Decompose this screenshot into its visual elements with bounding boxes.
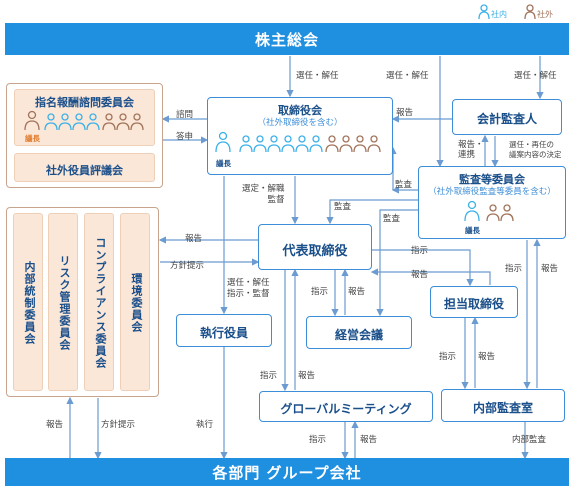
audit-chair-label: 議長: [465, 226, 480, 235]
consult-label: 諮問: [176, 110, 194, 120]
report-director-label: 報告: [411, 270, 429, 280]
instruct-internal-label: 指示: [505, 264, 523, 274]
global-meeting: グローバルミーティング: [259, 391, 433, 422]
external-person-icon: [524, 4, 536, 20]
report-left-label: 報告: [185, 234, 203, 244]
instruct-global-label: 指示: [260, 371, 278, 381]
environment-committee: 環境委員会: [120, 213, 150, 391]
management-meeting: 経営会議: [306, 316, 412, 349]
report-global-label: 報告: [298, 371, 316, 381]
report-audit-label: 報告: [478, 352, 496, 362]
shareholders-meeting-label: 株主総会: [254, 30, 319, 49]
elect-label-accounting: 選任・解任: [514, 71, 557, 81]
instruct-bottom-label: 指示: [309, 435, 327, 445]
report-board-label: 報告: [396, 108, 414, 118]
director-in-charge: 担当取締役: [430, 286, 518, 318]
nominating-committee: 指名報酬諮問委員会 議長: [14, 89, 155, 146]
reappoint-label: 選任・再任の 議案内容の決定: [509, 140, 562, 159]
compliance-committee: コンプライアンス委員会: [84, 213, 114, 391]
risk-management-label: リスク管理委員会: [58, 255, 71, 351]
instruct-director-label: 指示: [411, 246, 429, 256]
representative-director: 代表取締役: [258, 224, 372, 270]
execute-label: 執行: [196, 420, 214, 430]
report-bottom-label: 報告: [360, 435, 378, 445]
environment-label: 環境委員会: [130, 273, 143, 333]
select-label: 選定・解職 監督: [242, 184, 285, 205]
accounting-auditor: 会計監査人: [452, 99, 562, 135]
executive-officers-title: 執行役員: [199, 326, 248, 340]
nominating-committee-title: 指名報酬諮問委員会: [35, 96, 134, 109]
departments-bar: 各部門 グループ会社: [5, 458, 569, 486]
nominating-chair-label: 議長: [25, 134, 40, 143]
internal-audit-office: 内部監査室: [441, 389, 565, 422]
board-of-directors: 取締役会 （社外取締役を含む） 議長: [207, 97, 393, 175]
outside-officers-council: 社外役員評議会: [14, 153, 155, 182]
elect-label-audit: 選任・解任: [386, 71, 429, 81]
policy-bottom-label: 方針提示: [101, 420, 136, 430]
report-mgmt-label: 報告: [348, 287, 366, 297]
executive-officers: 執行役員: [176, 314, 272, 347]
internal-control-committee: 内部統制委員会: [13, 213, 43, 391]
departments-label: 各部門 グループ会社: [212, 463, 362, 482]
director-in-charge-title: 担当取締役: [443, 297, 504, 311]
audit-committee-subtitle: （社外取締役監査等委員を含む）: [428, 187, 556, 197]
legend: 社内 社外: [478, 4, 573, 22]
internal-audit-title: 内部監査室: [472, 401, 533, 415]
legend-external-label: 社外: [537, 10, 553, 19]
audit-label-rep: 監査: [334, 202, 352, 212]
report-internal-label: 報告: [541, 264, 559, 274]
instruct-audit-label: 指示: [439, 352, 457, 362]
internal-person-icon: [478, 4, 490, 20]
report-bottom-left-label: 報告: [46, 420, 64, 430]
instruct-mgmt-label: 指示: [311, 287, 329, 297]
representative-title: 代表取締役: [282, 244, 348, 259]
audit-label-board: 監査: [395, 180, 413, 190]
legend-internal-label: 社内: [491, 10, 507, 19]
policy-left-label: 方針提示: [170, 261, 205, 271]
accounting-auditor-title: 会計監査人: [476, 112, 537, 126]
global-meeting-title: グローバルミーティング: [280, 402, 412, 416]
elect-exec-label: 選任・解任 指示・監督: [227, 278, 270, 299]
answer-label: 答申: [176, 132, 194, 142]
management-meeting-title: 経営会議: [334, 328, 383, 342]
audit-committee: 監査等委員会 （社外取締役監査等委員を含む） 議長: [418, 166, 566, 239]
board-chair-label: 議長: [216, 159, 231, 168]
internal-audit-label: 内部監査: [512, 435, 547, 445]
shareholders-meeting-bar: 株主総会: [5, 23, 569, 55]
audit-members-icons: [464, 200, 514, 222]
outside-officers-title: 社外役員評議会: [46, 164, 123, 177]
audit-label-mgmt: 監査: [383, 214, 401, 224]
audit-committee-title: 監査等委員会: [459, 173, 525, 186]
risk-management-committee: リスク管理委員会: [48, 213, 78, 391]
board-members-icons: [215, 131, 381, 153]
internal-control-label: 内部統制委員会: [23, 261, 36, 345]
elect-label-board: 選任・解任: [296, 71, 339, 81]
compliance-label: コンプライアンス委員会: [94, 237, 107, 369]
board-title: 取締役会: [278, 104, 322, 117]
board-subtitle: （社外取締役を含む）: [257, 118, 343, 128]
committee-members-icons: [24, 110, 144, 131]
report-coop-label: 報告・ 連携: [458, 140, 484, 160]
